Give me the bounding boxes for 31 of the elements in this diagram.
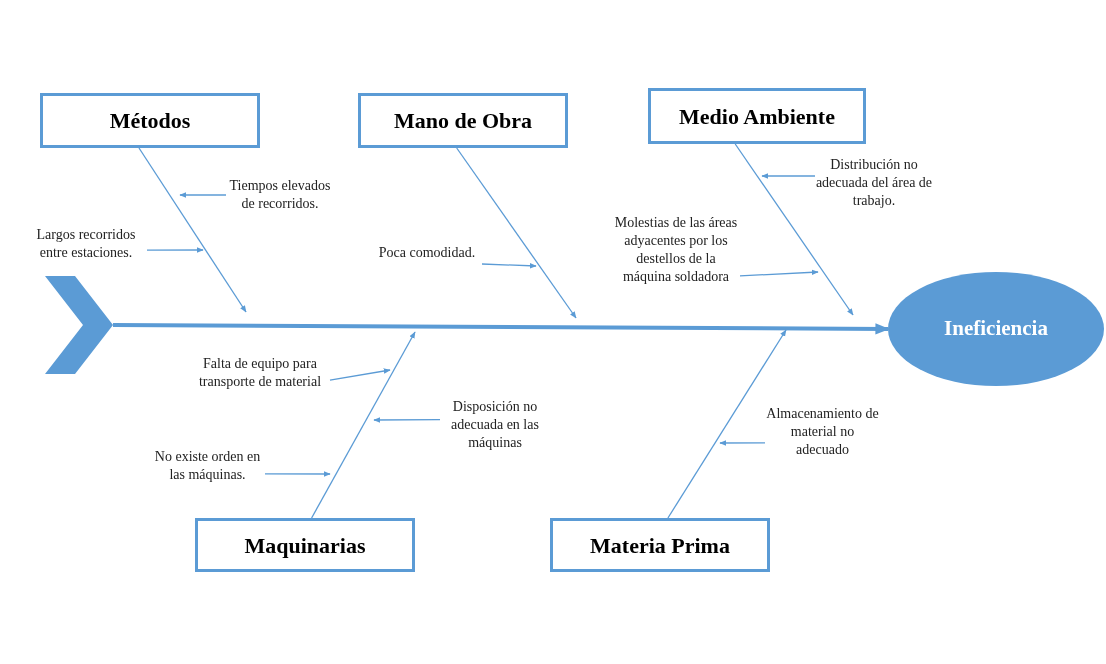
- cause-text: Poca comodidad.: [372, 244, 482, 264]
- arrow: [739, 269, 819, 277]
- effect-ellipse: Ineficiencia: [888, 272, 1104, 386]
- arrow: [146, 247, 204, 253]
- category-box: Medio Ambiente: [648, 88, 866, 144]
- arrow: [310, 331, 416, 519]
- arrow: [481, 262, 537, 269]
- category-box: Materia Prima: [550, 518, 770, 572]
- arrow: [667, 329, 787, 519]
- arrow: [179, 192, 227, 198]
- arrow: [329, 368, 391, 381]
- arrow: [456, 147, 577, 319]
- cause-text: Molestias de las áreas adyacentes por los destellos de la máquina soldadora: [612, 214, 740, 286]
- arrow: [113, 323, 890, 335]
- cause-text: Tiempos elevados de recorridos.: [226, 177, 334, 213]
- cause-text: Largos recorridos entre estaciones.: [25, 226, 147, 262]
- arrow: [761, 173, 816, 179]
- cause-text: Almacenamiento de material no adecuado: [765, 405, 880, 459]
- category-box: Métodos: [40, 93, 260, 148]
- arrow: [734, 143, 854, 316]
- chevron-shape: [45, 276, 113, 374]
- cause-text: No existe orden en las máquinas.: [150, 448, 265, 484]
- cause-text: Distribución no adecuada del área de trabajo.: [815, 156, 933, 210]
- cause-text: Falta de equipo para transporte de material: [190, 355, 330, 391]
- arrow: [719, 440, 766, 446]
- category-box: Maquinarias: [195, 518, 415, 572]
- arrow: [138, 147, 247, 313]
- cause-text: Disposición no adecuada en las máquinas: [440, 398, 550, 452]
- arrow: [373, 417, 441, 423]
- arrow: [264, 471, 331, 477]
- category-box: Mano de Obra: [358, 93, 568, 148]
